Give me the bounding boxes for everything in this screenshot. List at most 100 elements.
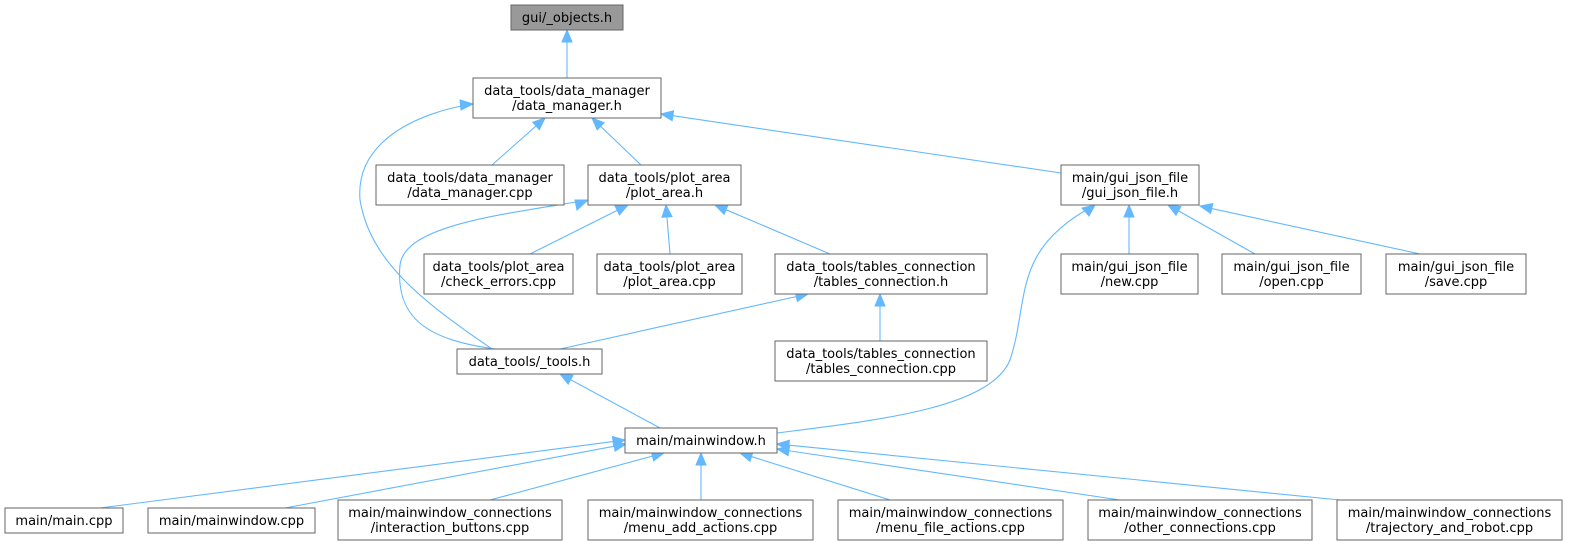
node-box bbox=[1336, 499, 1563, 541]
node-box bbox=[1221, 253, 1362, 295]
arrowhead bbox=[591, 117, 606, 131]
node-objects-h[interactable]: gui/_objects.h bbox=[510, 4, 624, 31]
node-label-line: gui/_objects.h bbox=[522, 11, 612, 26]
node-label-line: /tables_connection.cpp bbox=[806, 362, 956, 377]
edge-menu_file_actions_cpp-to-mainwindow_h bbox=[738, 451, 891, 501]
arrowhead bbox=[661, 203, 673, 218]
node-plot-area-cpp[interactable]: data_tools/plot_area/plot_area.cpp bbox=[596, 253, 743, 295]
nodes-layer: gui/_objects.h data_tools/data_manager/da… bbox=[4, 4, 1563, 541]
node-box bbox=[837, 499, 1064, 541]
node-label-line: /open.cpp bbox=[1259, 275, 1324, 290]
node-mainwindow-h[interactable]: main/mainwindow.h bbox=[624, 427, 778, 454]
arrowhead bbox=[459, 99, 475, 111]
node-main-cpp[interactable]: main/main.cpp bbox=[4, 507, 124, 534]
node-new-cpp[interactable]: main/gui_json_file/new.cpp bbox=[1060, 253, 1199, 295]
node-label-line: /other_connections.cpp bbox=[1124, 521, 1276, 536]
node-tables-connection-h[interactable]: data_tools/tables_connection/tables_conn… bbox=[774, 253, 988, 295]
node-trajectory-and-robot-cpp[interactable]: main/mainwindow_connections/trajectory_a… bbox=[1336, 499, 1563, 541]
edge-tools_h-to-tables_connection_h bbox=[559, 291, 810, 350]
edge-gui_json_file_h-to-data_manager_h bbox=[659, 110, 1062, 174]
node-box bbox=[774, 340, 988, 382]
edge-menu_add_actions_cpp-to-mainwindow_h bbox=[695, 451, 707, 500]
arrowhead bbox=[558, 373, 574, 385]
edge-data_manager_cpp-to-data_manager_h bbox=[491, 117, 546, 166]
edge-tools_h-to-data_manager_h bbox=[359, 99, 493, 350]
edge-interaction_buttons_cpp-to-mainwindow_h bbox=[489, 450, 666, 501]
node-box bbox=[1060, 253, 1199, 295]
node-box bbox=[472, 77, 662, 119]
node-label-line: /plot_area.h bbox=[626, 186, 703, 201]
node-save-cpp[interactable]: main/gui_json_file/save.cpp bbox=[1385, 253, 1527, 295]
node-label-line: main/gui_json_file bbox=[1072, 171, 1188, 186]
node-label-line: data_tools/data_manager bbox=[484, 84, 650, 99]
node-box bbox=[510, 4, 624, 31]
node-label-line: /data_manager.h bbox=[512, 99, 622, 114]
node-other-connections-cpp[interactable]: main/mainwindow_connections/other_connec… bbox=[1087, 499, 1313, 541]
node-interaction-buttons-cpp[interactable]: main/mainwindow_connections/interaction_… bbox=[337, 499, 563, 541]
node-label-line: data_tools/plot_area bbox=[604, 260, 736, 275]
node-label-line: main/mainwindow.h bbox=[636, 434, 766, 449]
node-open-cpp[interactable]: main/gui_json_file/open.cpp bbox=[1221, 253, 1362, 295]
node-label-line: /interaction_buttons.cpp bbox=[371, 521, 530, 536]
node-label-line: main/mainwindow.cpp bbox=[159, 514, 304, 529]
node-box bbox=[456, 348, 603, 375]
arrowhead bbox=[531, 117, 546, 131]
node-data-manager-cpp[interactable]: data_tools/data_manager/data_manager.cpp bbox=[375, 164, 565, 206]
edge-trajectory_and_robot_cpp-to-mainwindow_h bbox=[775, 439, 1341, 501]
edge-new_cpp-to-gui_json_file_h bbox=[1123, 203, 1135, 254]
edges-layer bbox=[99, 28, 1421, 509]
node-box bbox=[375, 164, 565, 206]
edge-save_cpp-to-gui_json_file_h bbox=[1198, 203, 1421, 255]
node-label-line: main/mainwindow_connections bbox=[849, 506, 1053, 521]
node-mainwindow-cpp[interactable]: main/mainwindow.cpp bbox=[147, 507, 316, 534]
arrowhead bbox=[874, 292, 886, 307]
node-label-line: data_tools/_tools.h bbox=[469, 355, 591, 370]
node-label-line: /new.cpp bbox=[1101, 275, 1159, 290]
node-box bbox=[1087, 499, 1313, 541]
edge-tables_connection_cpp-to-tables_connection_h bbox=[874, 292, 886, 341]
edge-data_manager_h-to-objects_h bbox=[561, 28, 573, 78]
node-label-line: main/mainwindow_connections bbox=[1098, 506, 1302, 521]
arrowhead bbox=[1198, 203, 1214, 215]
arrowhead bbox=[1166, 204, 1182, 217]
node-plot-area-h[interactable]: data_tools/plot_area/plot_area.h bbox=[587, 164, 742, 206]
node-label-line: /trajectory_and_robot.cpp bbox=[1366, 521, 1533, 536]
node-label-line: /menu_add_actions.cpp bbox=[624, 521, 778, 536]
arrowhead bbox=[561, 28, 573, 43]
edge-main_cpp-to-mainwindow_h bbox=[99, 435, 627, 509]
edge-tools_h-to-plot_area_h bbox=[399, 199, 590, 350]
node-data-manager-h[interactable]: data_tools/data_manager/data_manager.h bbox=[472, 77, 662, 119]
edge-mainwindow_cpp-to-mainwindow_h bbox=[284, 440, 628, 509]
node-tables-connection-cpp[interactable]: data_tools/tables_connection/tables_conn… bbox=[774, 340, 988, 382]
node-menu-add-actions-cpp[interactable]: main/mainwindow_connections/menu_add_act… bbox=[587, 499, 814, 541]
node-label-line: /tables_connection.h bbox=[814, 275, 949, 290]
edge-mainwindow_h-to-tools_h bbox=[558, 373, 661, 429]
node-tools-h[interactable]: data_tools/_tools.h bbox=[456, 348, 603, 375]
node-box bbox=[624, 427, 778, 454]
edge-check_errors_cpp-to-plot_area_h bbox=[529, 204, 630, 255]
node-box bbox=[337, 499, 563, 541]
arrowhead bbox=[775, 439, 791, 451]
node-label-line: main/gui_json_file bbox=[1233, 260, 1349, 275]
node-label-line: /menu_file_actions.cpp bbox=[876, 521, 1025, 536]
node-menu-file-actions-cpp[interactable]: main/mainwindow_connections/menu_file_ac… bbox=[837, 499, 1064, 541]
edge-tables_connection_h-to-plot_area_h bbox=[713, 204, 831, 255]
edge-plot_area_h-to-data_manager_h bbox=[591, 117, 642, 166]
node-label-line: main/gui_json_file bbox=[1398, 260, 1514, 275]
node-box bbox=[147, 507, 316, 534]
node-box bbox=[423, 253, 574, 295]
node-label-line: data_tools/tables_connection bbox=[786, 347, 975, 362]
arrowhead bbox=[659, 110, 675, 122]
node-label-line: main/gui_json_file bbox=[1071, 260, 1187, 275]
node-gui-json-file-h[interactable]: main/gui_json_file/gui_json_file.h bbox=[1060, 164, 1200, 206]
arrowhead bbox=[612, 440, 628, 452]
node-box bbox=[596, 253, 743, 295]
arrowhead bbox=[695, 451, 707, 466]
node-label-line: data_tools/plot_area bbox=[599, 171, 731, 186]
node-check-errors-cpp[interactable]: data_tools/plot_area/check_errors.cpp bbox=[423, 253, 574, 295]
node-label-line: /gui_json_file.h bbox=[1082, 186, 1178, 201]
node-label-line: /check_errors.cpp bbox=[441, 275, 556, 290]
arrowhead bbox=[614, 204, 630, 216]
node-label-line: main/main.cpp bbox=[15, 514, 112, 529]
